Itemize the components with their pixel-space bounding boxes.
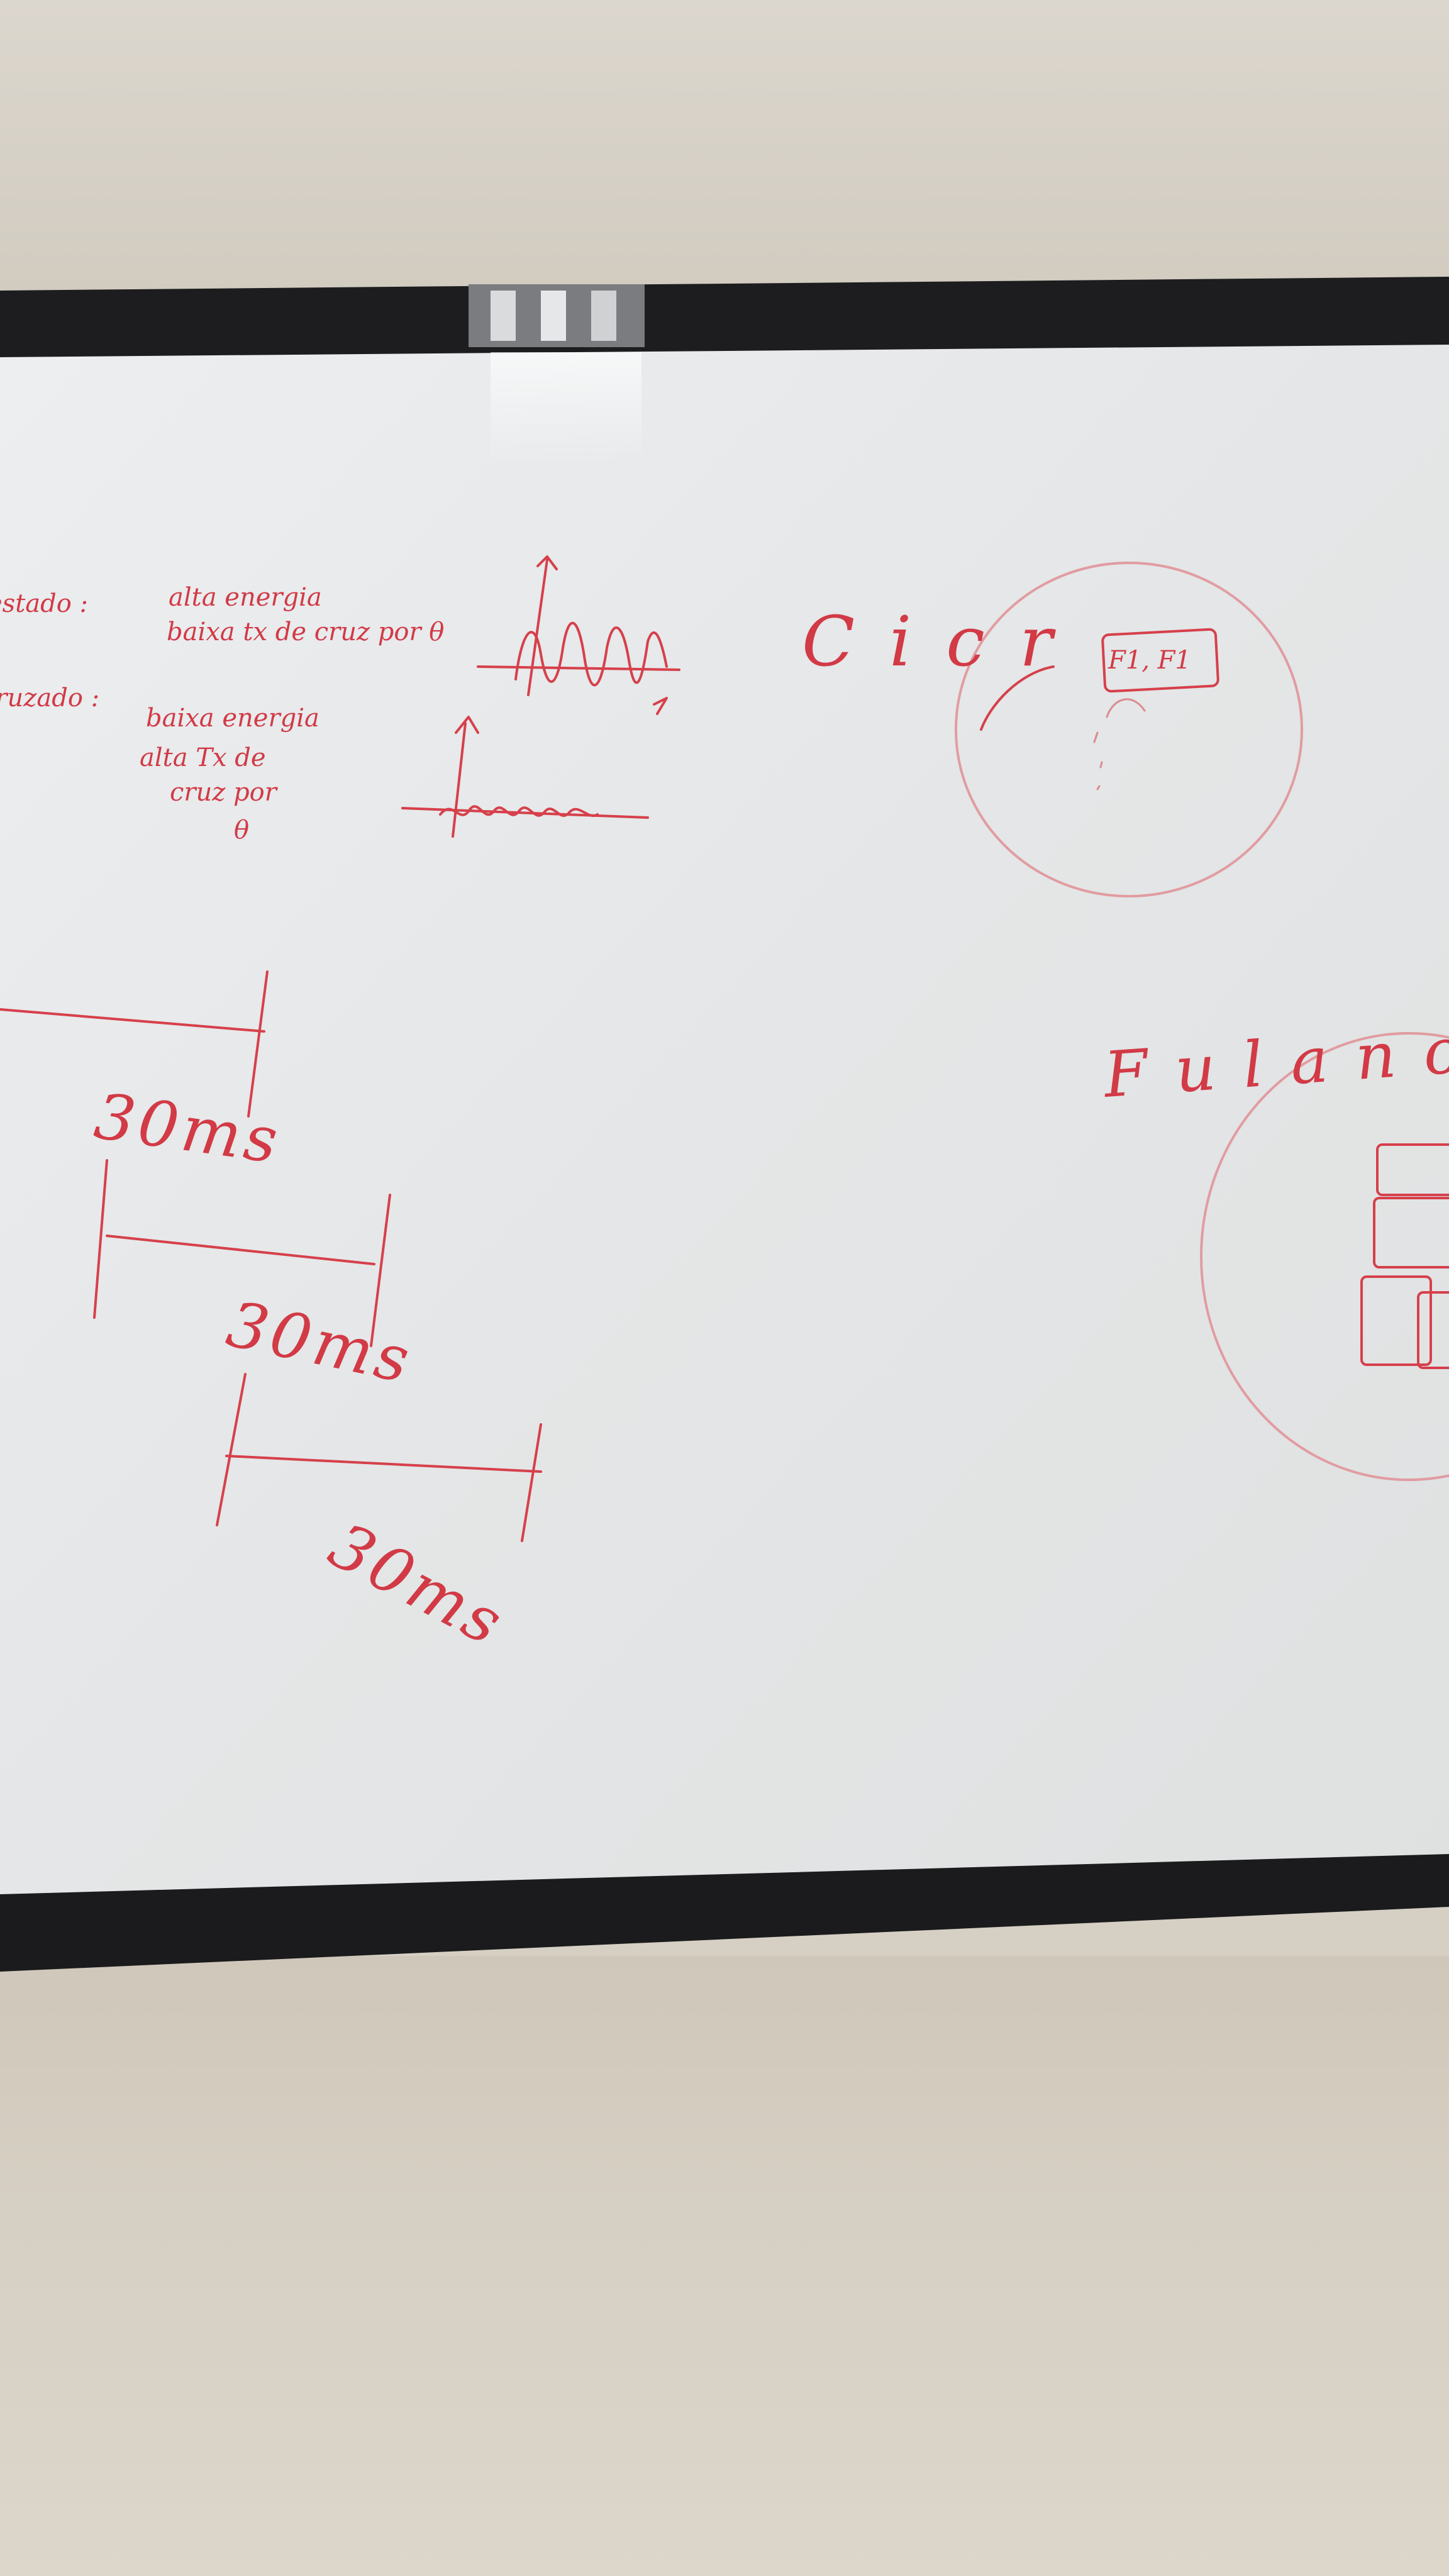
timeline-2 <box>93 1159 391 1347</box>
frame-bottom <box>0 1854 1449 1972</box>
circle-sketch-1 <box>955 562 1303 897</box>
note-low-energy: baixa energia <box>146 704 319 733</box>
timeline-3 <box>216 1373 542 1542</box>
glare <box>491 352 641 465</box>
note-low-rate: baixa tx de cruz por θ <box>167 618 445 647</box>
circle-sketch-2 <box>1200 1032 1449 1481</box>
note-theta: θ <box>234 816 250 845</box>
wave-sketch-high <box>477 555 680 715</box>
note-estado-label: estado : <box>0 589 88 618</box>
frame-top <box>0 277 1449 357</box>
timeline-1 <box>0 970 269 1118</box>
board-surface <box>0 330 1449 1899</box>
note-high-rate: alta Tx de <box>140 743 266 772</box>
wave-sketch-low <box>401 716 649 838</box>
note-high-energy: alta energia <box>169 583 322 612</box>
label-ciclo: C i c r <box>802 601 1059 682</box>
note-cruz-por: cruz por <box>170 778 277 807</box>
label-box-f1: F1, F1 <box>1108 646 1191 675</box>
wall-top <box>0 0 1449 296</box>
note-cruzado-label: cruzado : <box>0 684 100 713</box>
wall-bottom <box>0 1956 1449 2576</box>
